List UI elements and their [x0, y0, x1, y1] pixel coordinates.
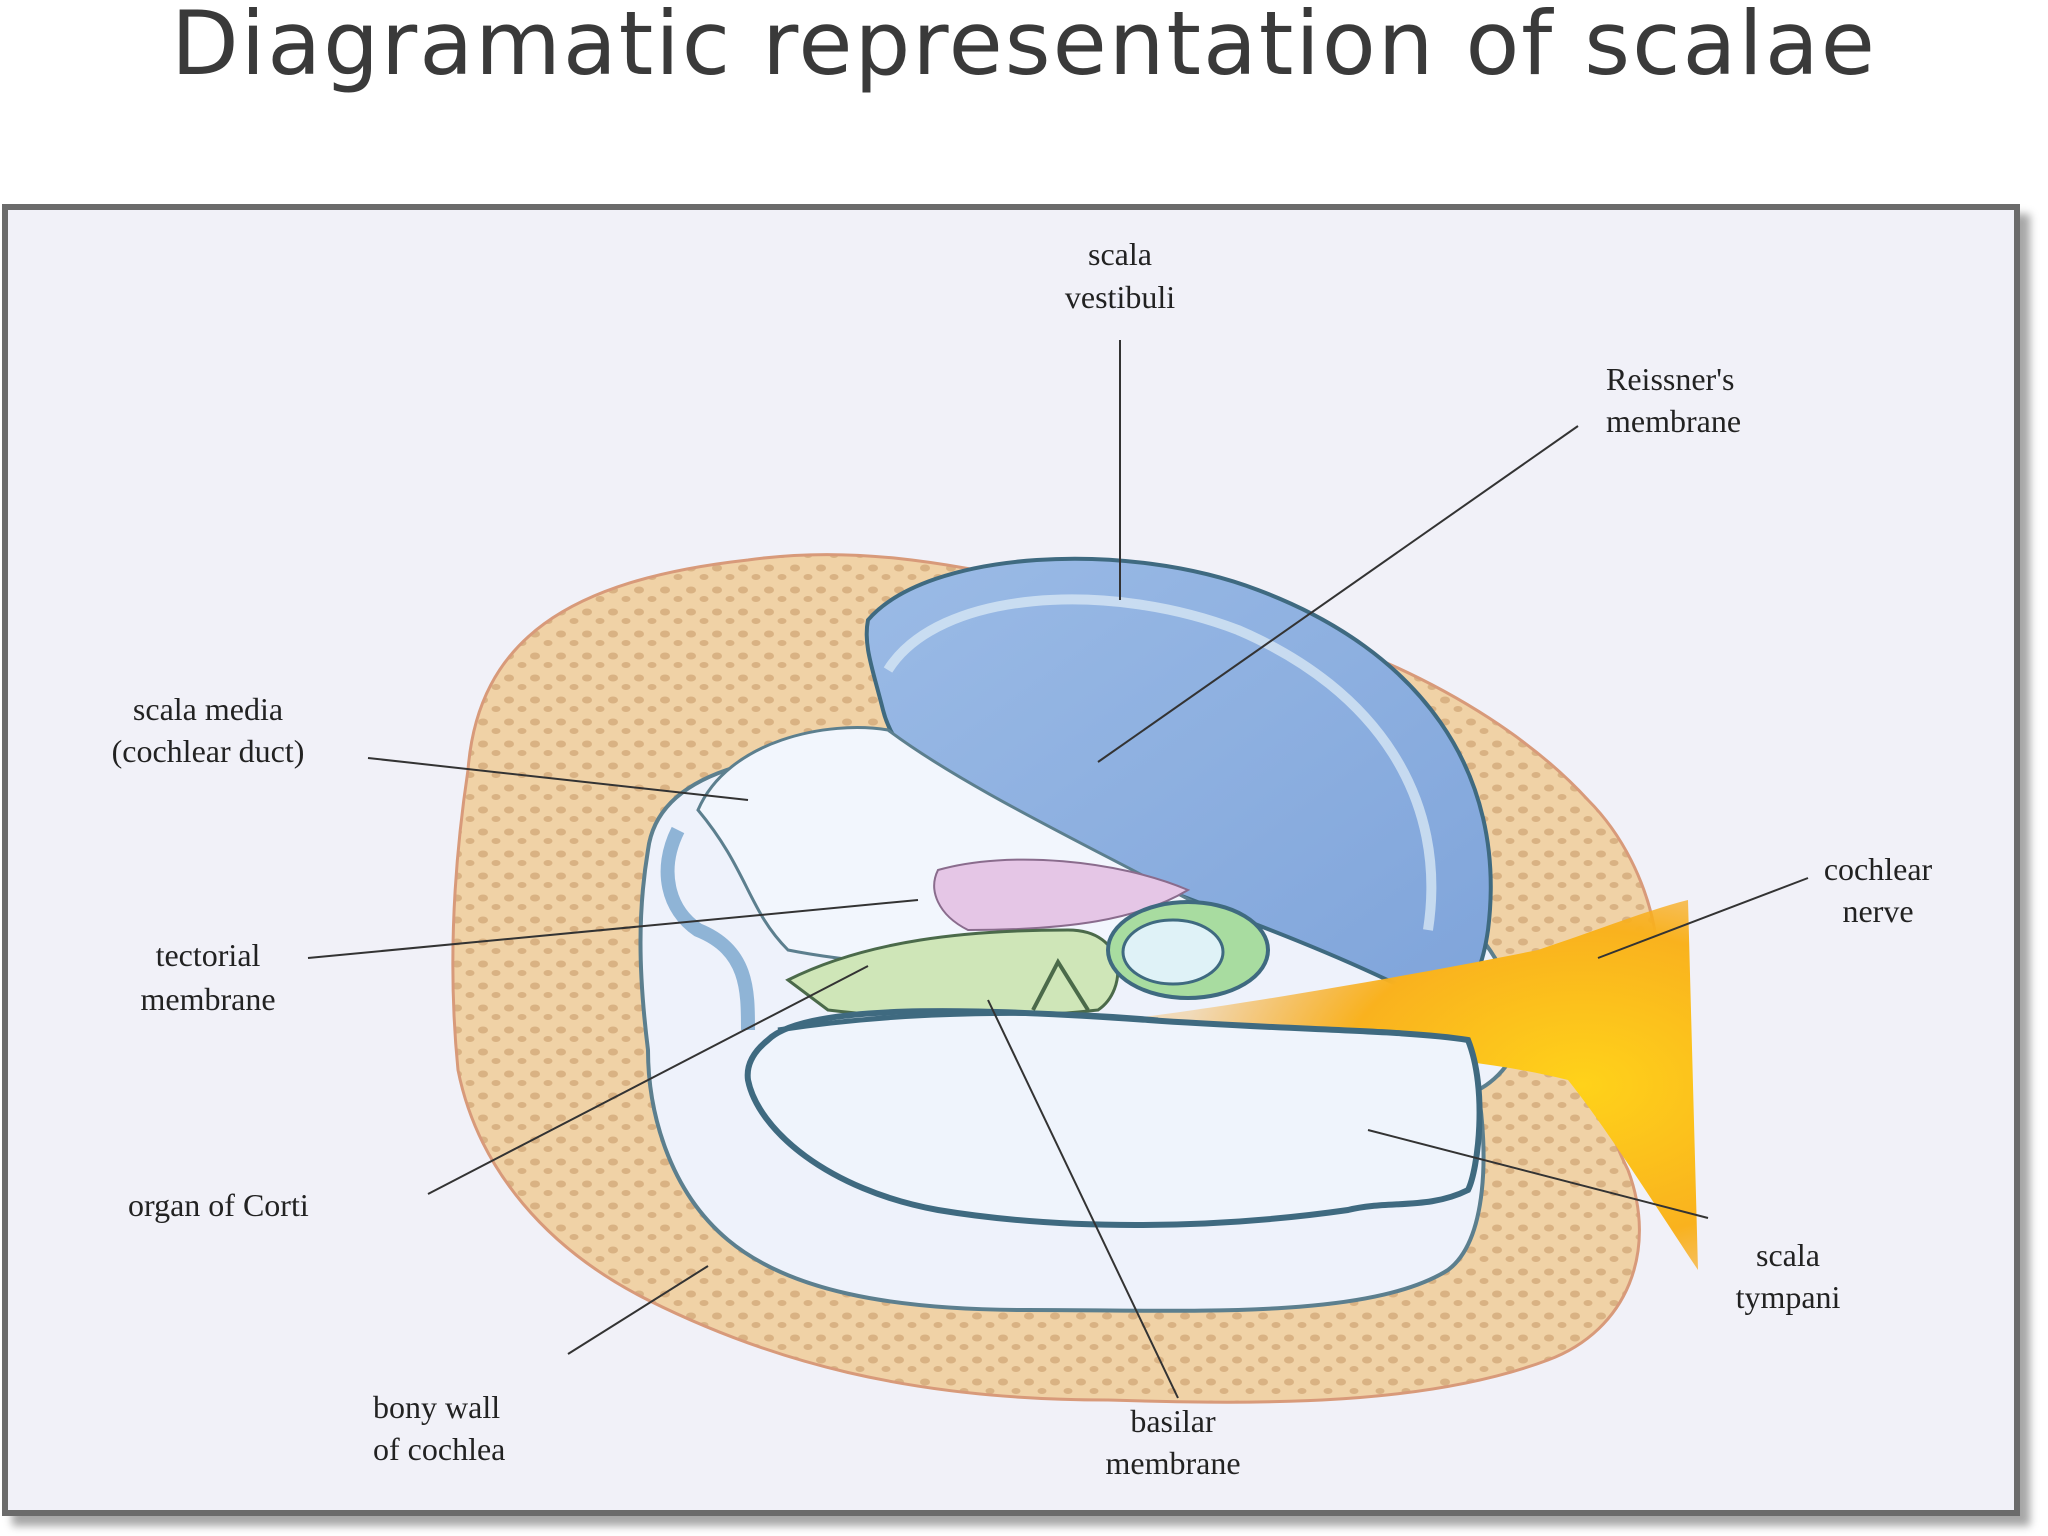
- label-scala-tympani-2: tympani: [1736, 1279, 1841, 1315]
- basilar-membrane-line: [777, 1010, 1159, 1033]
- slide-title: Diagramatic representation of scalae: [171, 0, 1877, 95]
- reissners-membrane: [883, 594, 1437, 931]
- label-organ-of-corti: organ of Corti: [128, 1187, 309, 1223]
- label-scala-vestibuli-1: scala: [1088, 236, 1152, 272]
- label-tectorial-1: tectorial: [156, 937, 261, 973]
- label-tectorial-2: membrane: [140, 981, 275, 1017]
- label-reissners-2: membrane: [1606, 403, 1741, 439]
- label-bony-wall-1: bony wall: [373, 1389, 500, 1425]
- label-cochlear-nerve-1: cochlear: [1824, 851, 1933, 887]
- label-basilar-1: basilar: [1130, 1403, 1216, 1439]
- label-scala-vestibuli-2: vestibuli: [1065, 279, 1175, 315]
- cochlea-diagram: scala vestibuli Reissner's membrane scal…: [112, 236, 1933, 1481]
- label-basilar-2: membrane: [1105, 1445, 1240, 1481]
- cochlear-nerve: [1118, 900, 1698, 1270]
- label-reissners-1: Reissner's: [1606, 361, 1734, 397]
- label-scala-tympani-1: scala: [1756, 1237, 1820, 1273]
- label-bony-wall-2: of cochlea: [373, 1431, 505, 1467]
- leader-lines: [307, 340, 1809, 1399]
- label-scala-media-1: scala media: [133, 691, 283, 727]
- figure-frame: scala vestibuli Reissner's membrane scal…: [2, 204, 2020, 1516]
- label-scala-media-2: (cochlear duct): [112, 733, 305, 769]
- label-cochlear-nerve-2: nerve: [1842, 893, 1913, 929]
